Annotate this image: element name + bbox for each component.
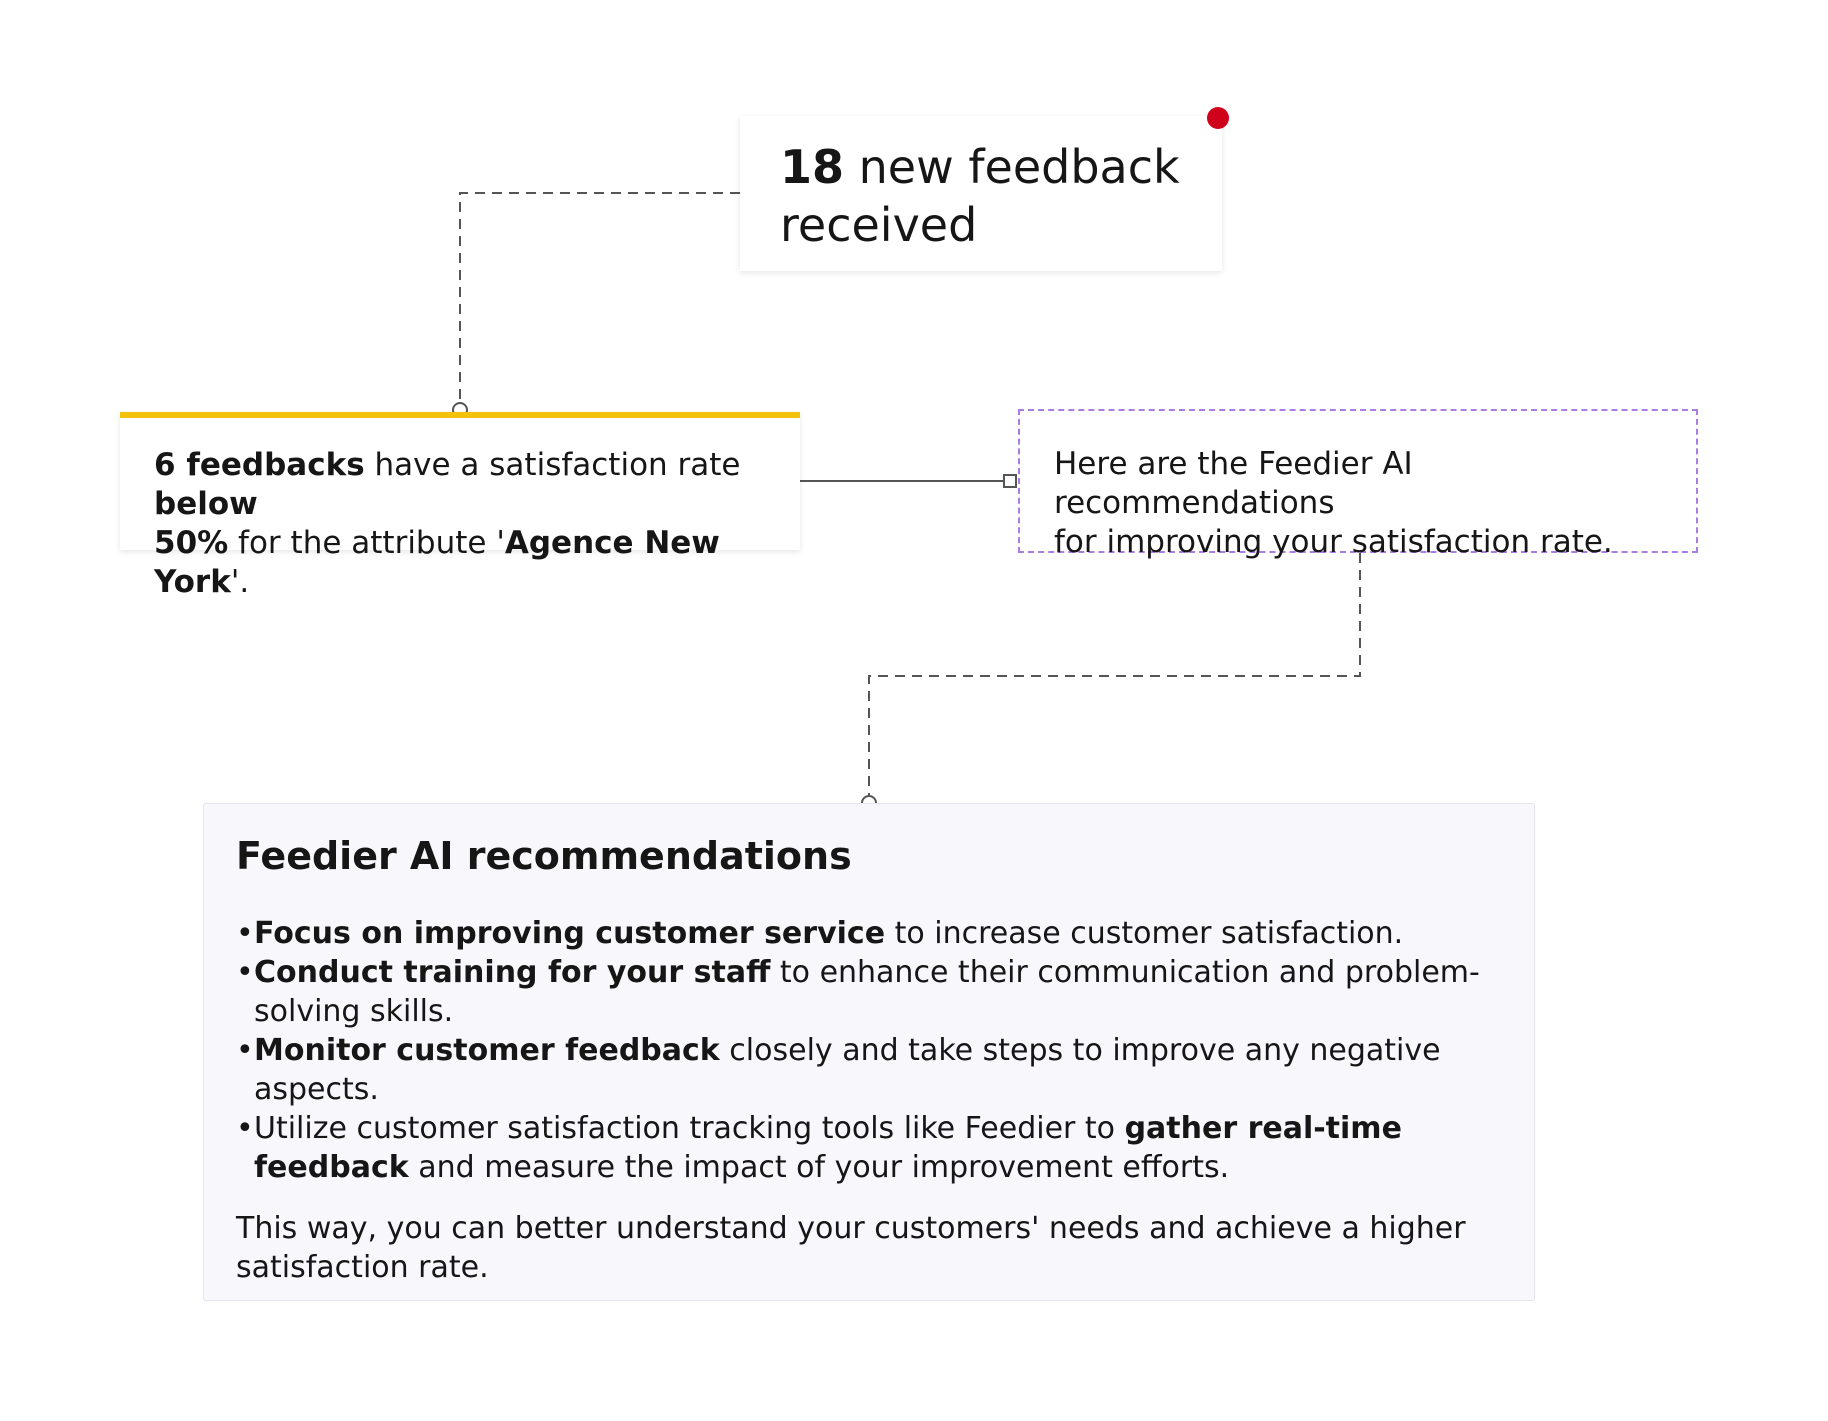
recommendations-list: Focus on improving customer service to i…	[236, 914, 1502, 1187]
alert-text-1: have a satisfaction rate	[364, 447, 741, 483]
list-item: Focus on improving customer service to i…	[236, 914, 1502, 953]
connector-ai-to-reco	[868, 553, 1361, 795]
ai-intro-line-1: Here are the Feedier AI recommendations	[1054, 446, 1413, 521]
notification-dot-icon	[1207, 107, 1229, 129]
new-feedback-count: 18	[780, 140, 845, 194]
new-feedback-line-2: received	[780, 198, 978, 252]
alert-count: 6 feedbacks	[154, 447, 365, 483]
alert-threshold-percent: 50%	[154, 525, 229, 561]
list-item: Monitor customer feedback closely and ta…	[236, 1031, 1502, 1109]
alert-threshold-below: below	[154, 486, 258, 522]
satisfaction-alert-card[interactable]: 6 feedbacks have a satisfaction rate bel…	[120, 412, 800, 600]
new-feedback-card[interactable]: 18 new feedback received	[740, 116, 1222, 271]
recommendations-title: Feedier AI recommendations	[236, 834, 852, 878]
alert-text-2: for the attribute '	[228, 525, 505, 561]
ai-intro-line-2: for improving your satisfaction rate.	[1054, 524, 1613, 560]
list-item: Utilize customer satisfaction tracking t…	[236, 1109, 1502, 1187]
alert-text-3: '.	[230, 564, 250, 600]
ai-recommendations-card: Feedier AI recommendations Focus on impr…	[203, 803, 1535, 1301]
new-feedback-line-1: 18 new feedback	[780, 138, 1182, 196]
connector-count-to-alert	[459, 192, 740, 410]
recommendations-closing: This way, you can better understand your…	[236, 1211, 1466, 1285]
ai-intro-card[interactable]: Here are the Feedier AI recommendations …	[1018, 409, 1698, 560]
connector-anchor-ai	[1003, 474, 1017, 488]
alert-attribute: Agence New York	[154, 525, 720, 600]
new-feedback-label: new feedback	[858, 140, 1180, 194]
list-item: Conduct training for your staff to enhan…	[236, 953, 1502, 1031]
